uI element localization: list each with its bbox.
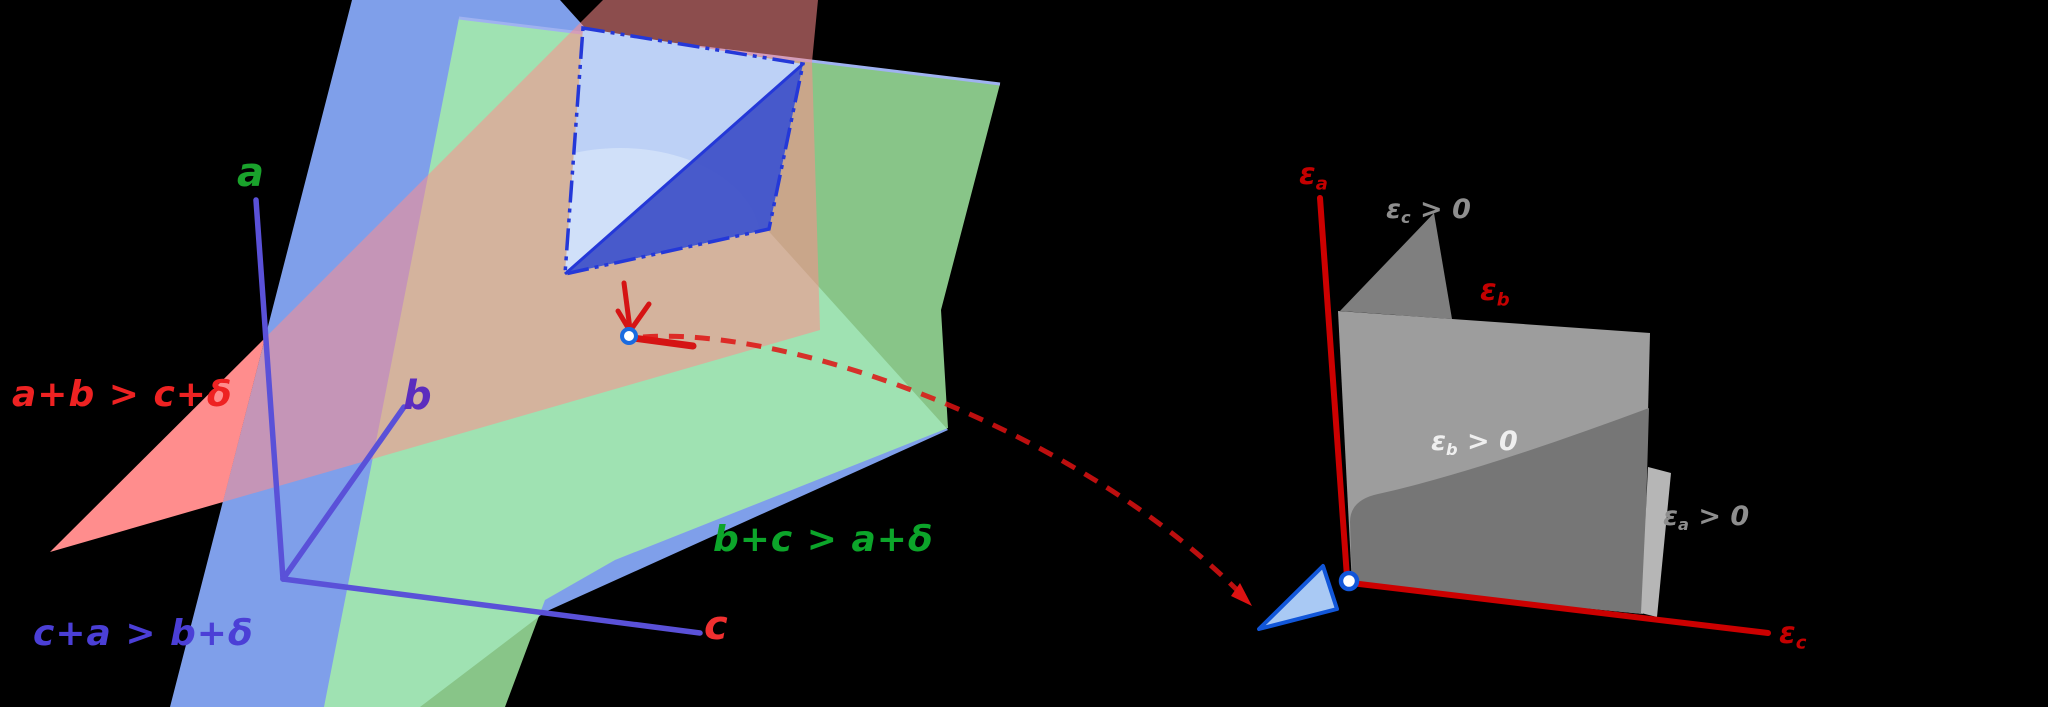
reg-b-base: ε [1431, 426, 1447, 457]
plane-eps-c [1340, 213, 1452, 319]
axis-a-line [253, 197, 286, 582]
origin-point [1338, 570, 1360, 592]
reg-c-sub: c [1401, 207, 1411, 227]
inequality-green-label: b+c > a+δ [713, 519, 934, 560]
marker-tail-segment [629, 334, 697, 350]
axis-eps-b-label: εb [1480, 276, 1510, 309]
region-eps-c-positive-label: εc > 0 [1386, 196, 1471, 226]
inequality-red-label: a+b > c+δ [12, 374, 233, 415]
axis-eps-c-label: εc [1779, 619, 1806, 652]
sample-point [620, 327, 638, 345]
region-eps-b-positive-label: εb > 0 [1431, 428, 1518, 458]
reg-a-base: ε [1663, 501, 1679, 532]
left-axes [253, 197, 703, 636]
inequality-blue-label: c+a > b+δ [33, 613, 254, 654]
left-figure [50, 0, 1001, 707]
eps-b-base: ε [1480, 273, 1497, 308]
connector-arrow [642, 333, 1252, 606]
eps-a-base: ε [1299, 157, 1316, 192]
axis-b-line [280, 404, 407, 582]
axis-eps-c-line [1348, 580, 1771, 636]
reg-a-rest: > 0 [1688, 501, 1750, 532]
reg-a-sub: a [1678, 514, 1689, 534]
connector-arrowhead [1231, 583, 1252, 606]
sample-quad-border [563, 25, 806, 277]
right-axes [1317, 195, 1771, 636]
axis-eps-a-line [1317, 195, 1350, 580]
plane-eps-a [1641, 467, 1671, 617]
eps-c-sub: c [1795, 632, 1807, 654]
sample-quad [563, 25, 806, 277]
axis-a-label: a [237, 150, 264, 196]
origin-triangle [1257, 564, 1339, 631]
right-figure [1257, 195, 1771, 636]
eps-c-base: ε [1779, 616, 1796, 651]
reg-c-rest: > 0 [1410, 194, 1471, 225]
reg-b-sub: b [1446, 439, 1458, 459]
marker-arrow-shaft [621, 280, 633, 332]
eps-a-sub: a [1315, 173, 1328, 195]
axis-c-label: c [704, 603, 728, 649]
plane-eps-b-dark [1350, 408, 1649, 614]
eps-b-sub: b [1496, 289, 1510, 311]
axis-b-label: b [403, 373, 432, 419]
marker-arrow-wing-right [627, 301, 652, 334]
region-eps-a-positive-label: εa > 0 [1663, 503, 1749, 533]
reg-c-base: ε [1386, 194, 1402, 225]
reg-b-rest: > 0 [1457, 426, 1518, 457]
axis-eps-a-label: εa [1299, 160, 1328, 193]
axis-c-line [280, 576, 703, 636]
red-plane-left [50, 338, 265, 552]
sample-quad-diagonal [564, 62, 804, 276]
